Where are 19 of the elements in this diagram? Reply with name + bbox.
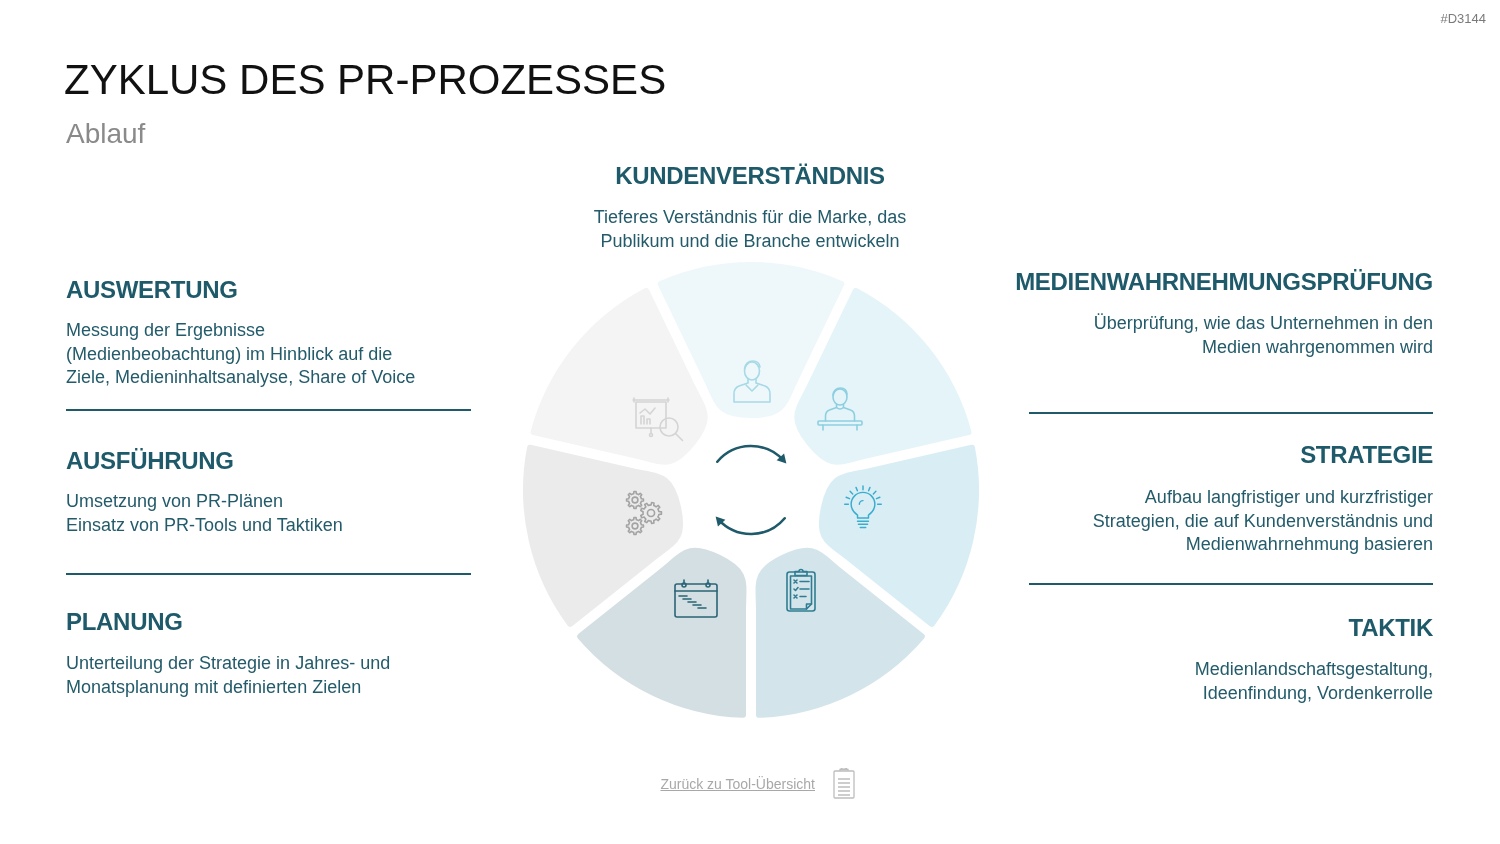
subtitle: Ablauf: [66, 117, 146, 151]
back-link: Zurück zu Tool-Übersicht: [660, 775, 815, 793]
description-text: Medienlandschaftsgestaltung, Ideenfindung, Vordenkerrolle: [1193, 658, 1433, 705]
description-text: Messung der Ergebnisse (Medienbeobachtung) im Hinblick auf die Ziele, Medieninhaltsanalyse, Share of Voice: [66, 319, 417, 389]
section-heading: TAKTIK: [1348, 613, 1433, 643]
title: ZYKLUS DES PR-PROZESSES: [64, 55, 667, 105]
section-heading: MEDIENWAHRNEHMUNGSPRÜFUNG: [1015, 267, 1433, 297]
section-heading: PLANUNG: [66, 607, 183, 637]
description-text: Tieferes Verständnis für die Marke, das Publikum und die Branche entwickeln: [592, 206, 908, 253]
section-heading: AUSFÜHRUNG: [66, 446, 234, 476]
section-heading: STRATEGIE: [1300, 440, 1433, 470]
description-text: Einsatz von PR-Tools und Taktiken: [66, 514, 343, 537]
section-heading: KUNDENVERSTÄNDNIS: [615, 161, 885, 191]
description-text: Aufbau langfristiger und kurzfristiger Strategien, die auf Kundenverständnis und Medienwahrnehmung basieren: [1091, 486, 1433, 556]
description-text: Umsetzung von PR-Plänen: [66, 490, 284, 513]
description-text: Unterteilung der Strategie in Jahres- und Monatsplanung mit definierten Zielen: [66, 652, 392, 699]
slide-id: #D3144: [1440, 11, 1486, 27]
description-text: Überprüfung, wie das Unternehmen in den Medien wahrgenommen wird: [1092, 312, 1433, 359]
section-heading: AUSWERTUNG: [66, 275, 238, 305]
